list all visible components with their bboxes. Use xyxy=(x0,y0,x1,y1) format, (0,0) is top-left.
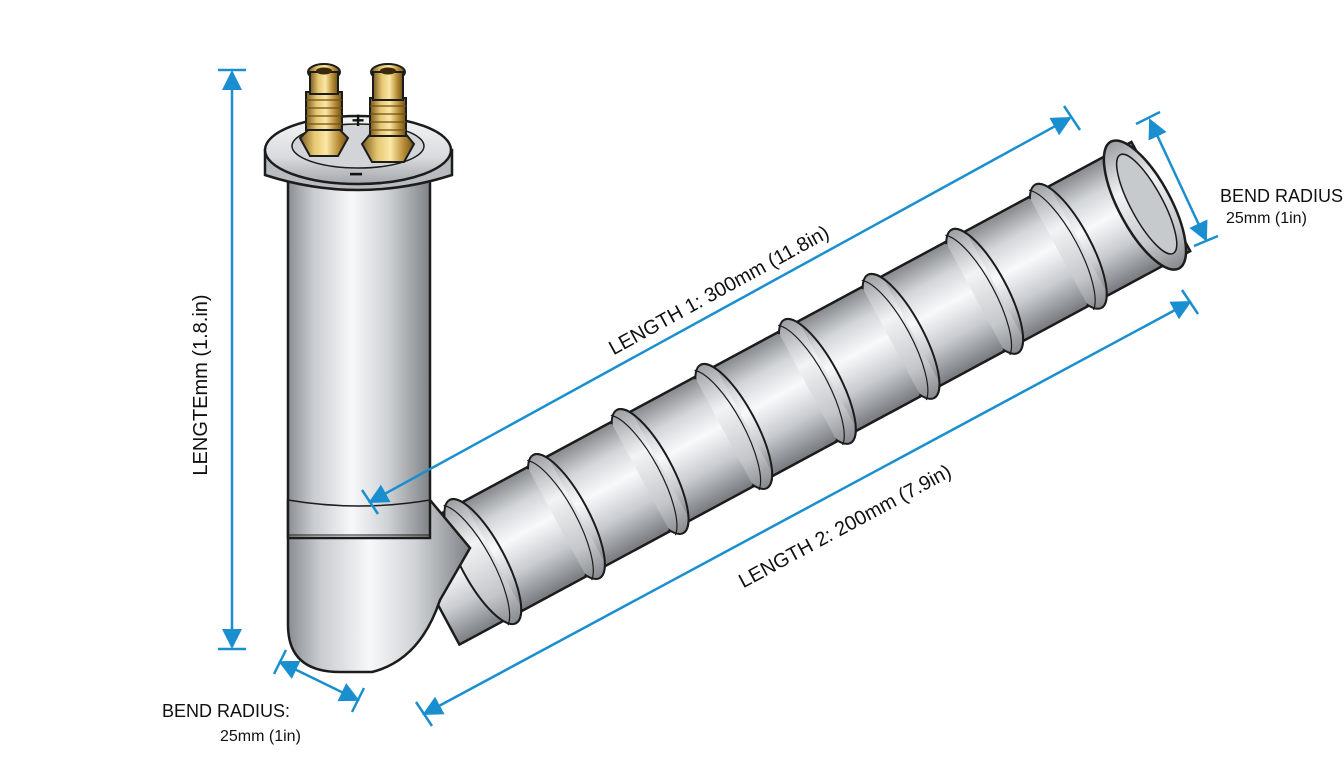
bend-radius-left-arrow xyxy=(278,660,360,702)
bend-radius-right-arrow xyxy=(1148,118,1208,242)
bend-radius-left-value: 25mm (1in) xyxy=(220,728,301,745)
length1-tick xyxy=(1062,105,1082,131)
terminal-minus-label: − xyxy=(349,161,363,188)
length2-arrow xyxy=(422,300,1192,716)
terminal-right xyxy=(360,63,416,163)
vertical-tube xyxy=(286,176,432,540)
bend-radius-left-title: BEND RADIUS: xyxy=(162,701,290,721)
length1-tick xyxy=(360,489,380,515)
bend-radius-right-tick xyxy=(1193,234,1219,248)
terminal-plus-label: + xyxy=(352,108,365,133)
bend-radius-right-value: 25mm (1in) xyxy=(1226,210,1307,227)
bend-radius-left-tick xyxy=(350,687,366,713)
vertical-length-label: LENGTEmm (1.8.in) xyxy=(190,294,212,475)
bend-radius-right-tick xyxy=(1135,110,1161,126)
bend-radius-left-tick xyxy=(272,649,288,675)
terminal-left xyxy=(298,63,350,157)
vertical-tube-body xyxy=(286,176,432,540)
bend-radius-right-title: BEND RADIUS xyxy=(1220,186,1343,206)
dimension-lines xyxy=(218,68,1219,727)
horizontal-tube xyxy=(398,139,1192,647)
length2-tick xyxy=(1180,289,1200,315)
length2-tick xyxy=(414,701,434,727)
